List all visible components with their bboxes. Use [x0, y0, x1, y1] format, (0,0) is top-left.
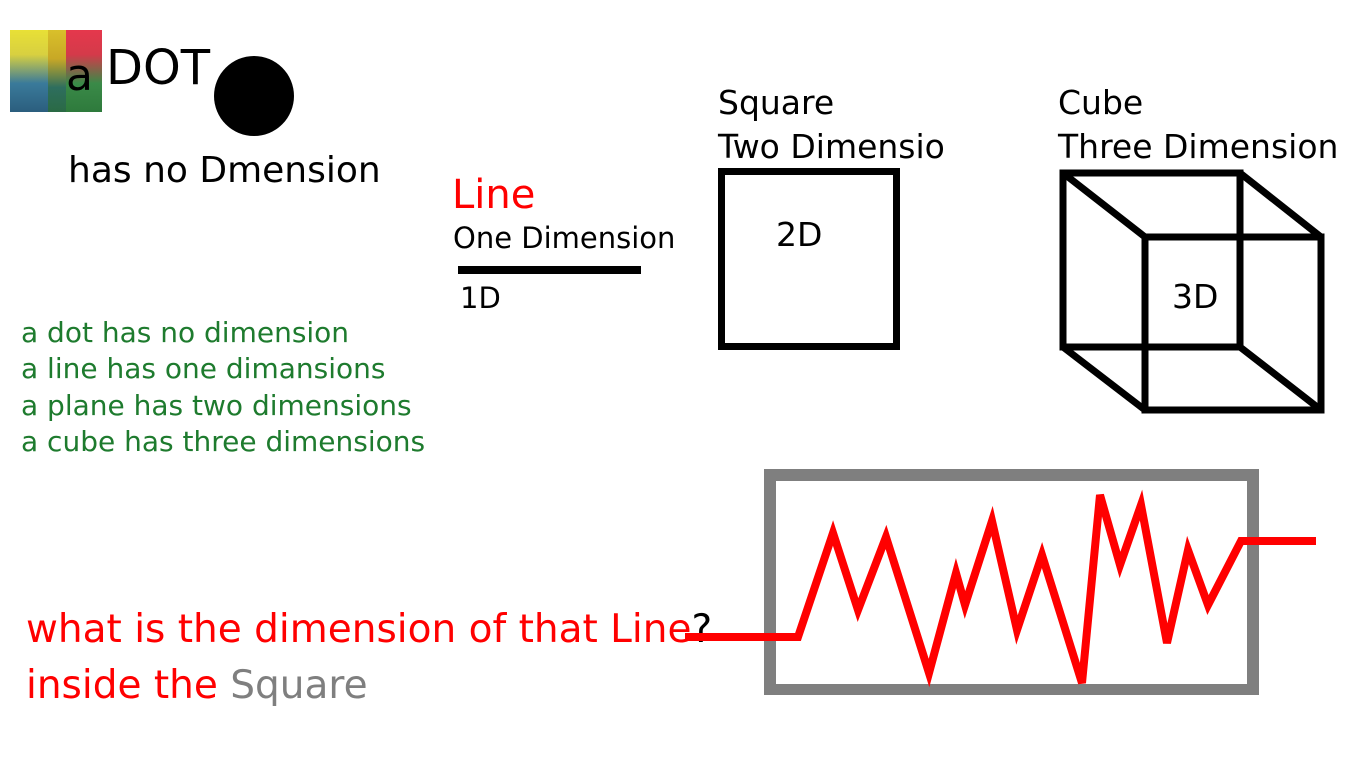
square-shape [718, 168, 900, 350]
logo-tile-left [10, 30, 50, 112]
question-line-2-prefix: inside the [26, 663, 231, 708]
cube-subtitle: Three Dimension [1058, 127, 1339, 166]
line-subtitle: One Dimension [453, 221, 676, 255]
question-line-2-square: Square [230, 663, 368, 708]
square-subtitle: Two Dimensio [718, 127, 945, 166]
cube-edge-bottom-left [1060, 344, 1148, 413]
cube-front-face [1059, 169, 1244, 351]
square-title: Square [718, 83, 835, 122]
line-title: Line [452, 172, 536, 218]
cube-title: Cube [1058, 83, 1144, 122]
logo-tile-center [48, 30, 66, 112]
logo-tile-right [66, 30, 102, 112]
dot-caption: has no Dmension [68, 150, 381, 191]
summary-line-3: a plane has two dimensions [21, 389, 412, 422]
dot-title: DOT [106, 40, 211, 96]
gray-square-frame [764, 469, 1259, 695]
cube-shape [1059, 169, 1325, 414]
summary-line-4: a cube has three dimensions [21, 425, 426, 458]
cube-edge-top-right [1237, 170, 1324, 240]
summary-line-2: a line has one dimansions [21, 352, 386, 385]
cube-edge-bottom-right [1237, 344, 1324, 413]
dot-title-a: a [66, 50, 93, 101]
summary-line-1: a dot has no dimension [21, 316, 350, 349]
question-line-2: inside the Square [26, 666, 368, 705]
square-tag: 2D [776, 215, 823, 254]
dot-shape [214, 56, 294, 136]
cube-tag: 3D [1172, 277, 1219, 316]
zigzag-line [685, 489, 1316, 688]
zigzag-diagram [685, 469, 1316, 695]
line-tag: 1D [460, 281, 501, 315]
cube-edge-top-left [1060, 170, 1148, 240]
line-shape [458, 266, 641, 274]
cube-back-face [1141, 233, 1325, 414]
question-line-1: what is the dimension of that Line? [26, 610, 712, 649]
question-text: what is the dimension of that Line [26, 607, 692, 652]
